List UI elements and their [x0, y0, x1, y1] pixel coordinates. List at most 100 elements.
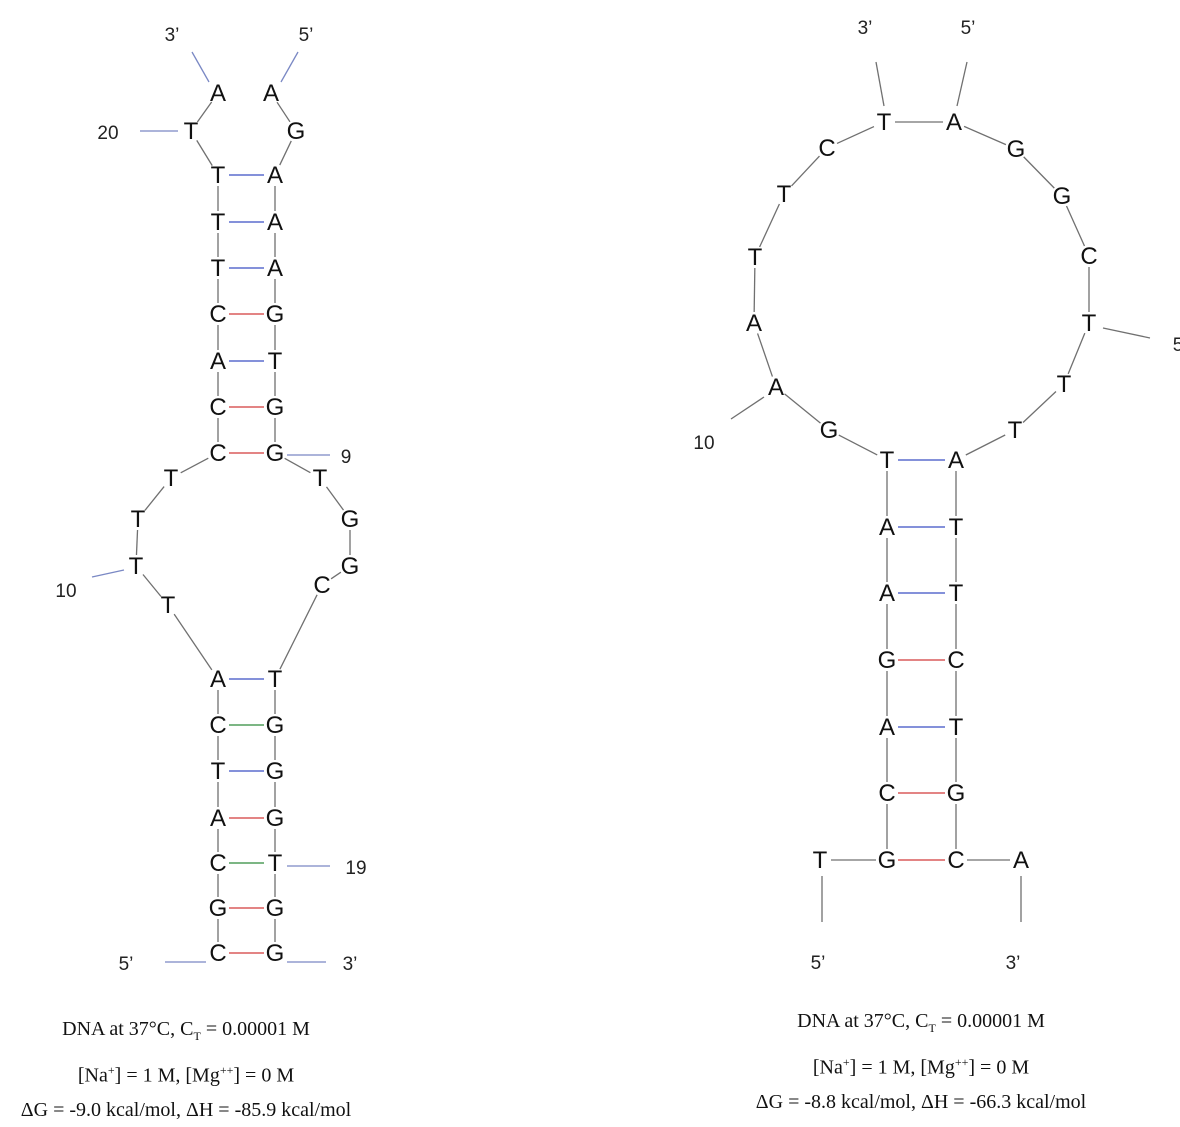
right-structure-caption: DNA at 37°C, CT = 0.00001 M [Na+] = 1 M,…: [711, 1004, 1131, 1119]
nucleotide: T: [1057, 371, 1072, 398]
nucleotide: G: [341, 553, 360, 580]
nucleotide: G: [820, 417, 839, 444]
backbone-link: [325, 486, 345, 511]
nucleotide: G: [878, 647, 897, 674]
backbone-link: [963, 125, 1007, 146]
nucleotide: T: [129, 553, 144, 580]
backbone-link: [784, 393, 821, 424]
backbone-link: [759, 203, 780, 248]
backbone-link: [1022, 391, 1057, 423]
position-number: 9: [341, 447, 352, 468]
nucleotide: C: [818, 135, 835, 162]
backbone-link: [135, 529, 139, 556]
nucleotide: C: [209, 850, 226, 877]
nucleotide: C: [947, 647, 964, 674]
backbone-link: [1067, 332, 1086, 375]
three-prime-label: 3’: [165, 25, 180, 46]
right-caption-salt: [Na+] = 1 M, [Mg++] = 0 M: [812, 1055, 1030, 1079]
nucleotide: T: [211, 162, 226, 189]
nucleotide: A: [1013, 847, 1029, 874]
nucleotide: G: [341, 506, 360, 533]
backbone-link: [276, 101, 291, 123]
nucleotide: C: [209, 440, 226, 467]
nucleotide: G: [947, 780, 966, 807]
position-number: 20: [97, 123, 118, 144]
nucleotide: G: [1053, 183, 1072, 210]
number-tick: [91, 569, 125, 578]
nucleotide: T: [949, 580, 964, 607]
nucleotide: G: [878, 847, 897, 874]
nucleotide: A: [210, 80, 226, 107]
backbone-link: [279, 140, 292, 166]
five-prime-label: 5’: [961, 18, 976, 39]
nucleotide: G: [266, 440, 285, 467]
nucleotide: G: [266, 758, 285, 785]
backbone-link: [330, 571, 342, 580]
nucleotide: A: [879, 714, 895, 741]
backbone-link: [279, 594, 318, 670]
nucleotide: A: [210, 348, 226, 375]
nucleotide: G: [266, 301, 285, 328]
nucleotide: G: [266, 805, 285, 832]
nucleotide: C: [1080, 243, 1097, 270]
nucleotide: A: [263, 80, 279, 107]
nucleotide: G: [287, 118, 306, 145]
nucleotide: T: [268, 348, 283, 375]
nucleotide: T: [131, 506, 146, 533]
backbone-link: [180, 457, 209, 474]
nucleotide: C: [313, 572, 330, 599]
left-structure-caption: DNA at 37°C, CT = 0.00001 M [Na+] = 1 M,…: [0, 1012, 396, 1127]
nucleotide: A: [879, 514, 895, 541]
nucleotide: G: [266, 940, 285, 967]
nucleotide: A: [210, 805, 226, 832]
backbone-link: [753, 267, 756, 313]
nucleotide: A: [768, 374, 784, 401]
secondary-structure-diagrams: CGCATCAGGTGGGTTTTTCGGTCCACTTTGGTGAAATAGA…: [55, 18, 1180, 975]
nucleotide: T: [161, 592, 176, 619]
nucleotide: C: [209, 394, 226, 421]
nucleotide: G: [1007, 136, 1026, 163]
five-prime-label: 5’: [811, 953, 826, 974]
nucleotide: T: [164, 465, 179, 492]
three-prime-label: 3’: [343, 954, 358, 975]
terminal-tick: [956, 61, 968, 107]
terminal-tick: [280, 51, 299, 83]
nucleotide: C: [878, 780, 895, 807]
nucleotide: T: [211, 255, 226, 282]
nucleotide: T: [949, 714, 964, 741]
nucleotide: C: [947, 847, 964, 874]
position-number: 19: [345, 858, 366, 879]
backbone-link: [144, 486, 165, 511]
number-tick: [1102, 327, 1151, 339]
backbone-link: [1023, 156, 1055, 189]
nucleotide: T: [777, 181, 792, 208]
nucleotide: A: [948, 447, 964, 474]
five-prime-label: 5’: [299, 25, 314, 46]
backbone-link: [965, 434, 1006, 456]
backbone-link: [173, 613, 213, 671]
nucleotide: A: [267, 209, 283, 236]
backbone-link: [142, 574, 162, 597]
nucleotide: G: [266, 394, 285, 421]
terminal-tick: [875, 61, 885, 107]
nucleotide: T: [313, 465, 328, 492]
nucleotide: T: [949, 514, 964, 541]
backbone-link: [196, 101, 213, 123]
nucleotide: G: [266, 712, 285, 739]
three-prime-label: 3’: [858, 18, 873, 39]
nucleotide: G: [266, 895, 285, 922]
nucleotide: T: [184, 118, 199, 145]
five-prime-label: 5’: [119, 954, 134, 975]
nucleotide: A: [879, 580, 895, 607]
nucleotide: T: [880, 447, 895, 474]
backbone-link: [791, 155, 820, 187]
position-number: 10: [693, 433, 714, 454]
left-caption-energy: ΔG = -9.0 kcal/mol, ΔH = -85.9 kcal/mol: [20, 1098, 352, 1121]
backbone-link: [838, 434, 878, 456]
nucleotide: T: [877, 109, 892, 136]
nucleotide: C: [209, 301, 226, 328]
backbone-link: [756, 333, 774, 377]
left-caption-conditions: DNA at 37°C, CT = 0.00001 M: [62, 1018, 310, 1043]
nucleotide: T: [268, 666, 283, 693]
nucleotide: A: [210, 666, 226, 693]
